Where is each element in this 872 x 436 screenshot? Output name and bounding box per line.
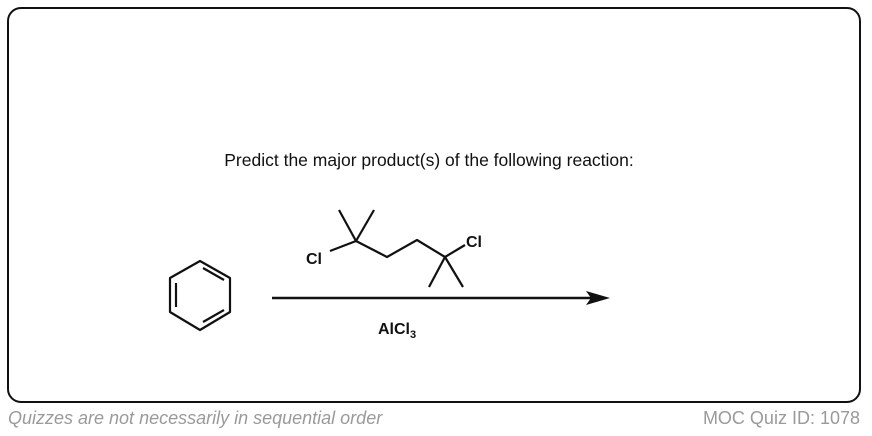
question-text: Predict the major product(s) of the foll…: [224, 150, 634, 170]
footer-note: Quizzes are not necessarily in sequentia…: [8, 408, 383, 428]
quiz-id: MOC Quiz ID: 1078: [702, 408, 860, 428]
dichloride-reagent-structure: [329, 209, 466, 288]
catalyst-subscript: 3: [410, 329, 416, 341]
chlorine-label-right: Cl: [466, 234, 482, 251]
reaction-arrow: [272, 291, 610, 305]
benzene-structure: [168, 259, 232, 332]
catalyst-main: AlCl: [378, 321, 410, 338]
chlorine-label-left: Cl: [306, 251, 322, 268]
quiz-card: [7, 7, 861, 403]
catalyst-label: AlCl3: [378, 321, 416, 341]
